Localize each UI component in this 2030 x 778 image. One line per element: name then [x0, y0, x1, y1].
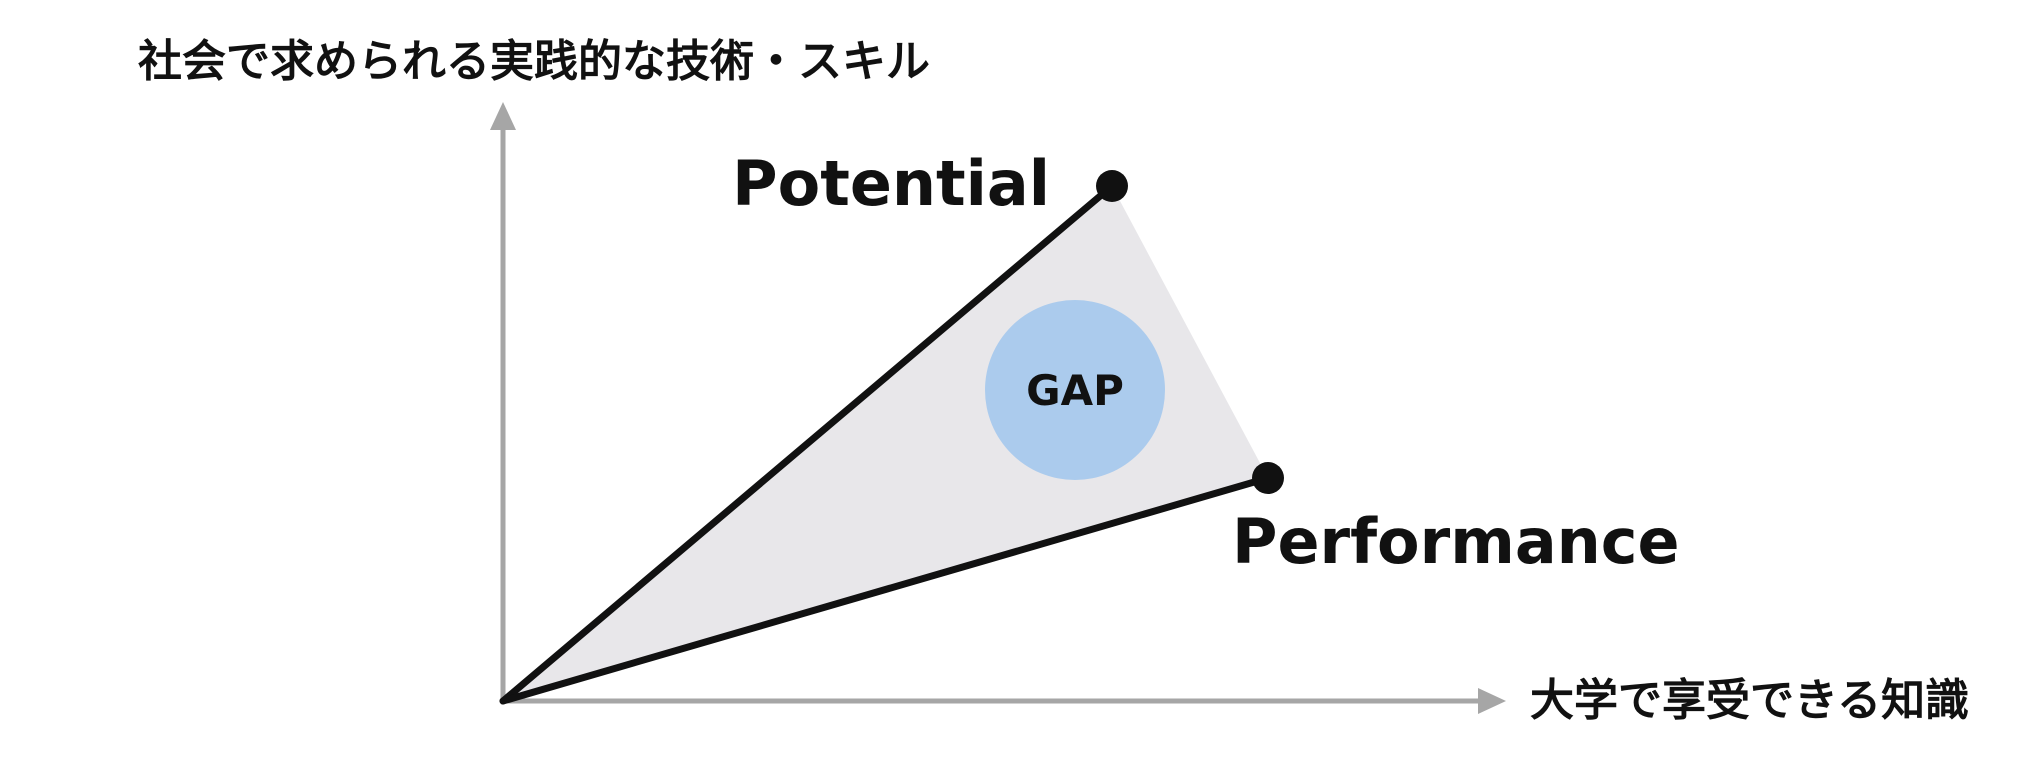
potential-line	[499, 182, 1116, 705]
potential-point	[1096, 170, 1128, 202]
y-axis-label: 社会で求められる実践的な技術・スキル	[138, 36, 930, 87]
gap-region	[503, 186, 1268, 701]
performance-point	[1252, 462, 1284, 494]
potential-label: Potential	[732, 147, 1050, 220]
y-axis-arrow-icon	[490, 102, 516, 130]
x-axis-label: 大学で享受できる知識	[1530, 675, 1969, 726]
x-axis-arrow-icon	[1478, 688, 1506, 714]
performance-line	[499, 474, 1272, 705]
gap-label: GAP	[1026, 366, 1124, 415]
gap-circle	[985, 300, 1165, 480]
performance-label: Performance	[1232, 505, 1680, 578]
